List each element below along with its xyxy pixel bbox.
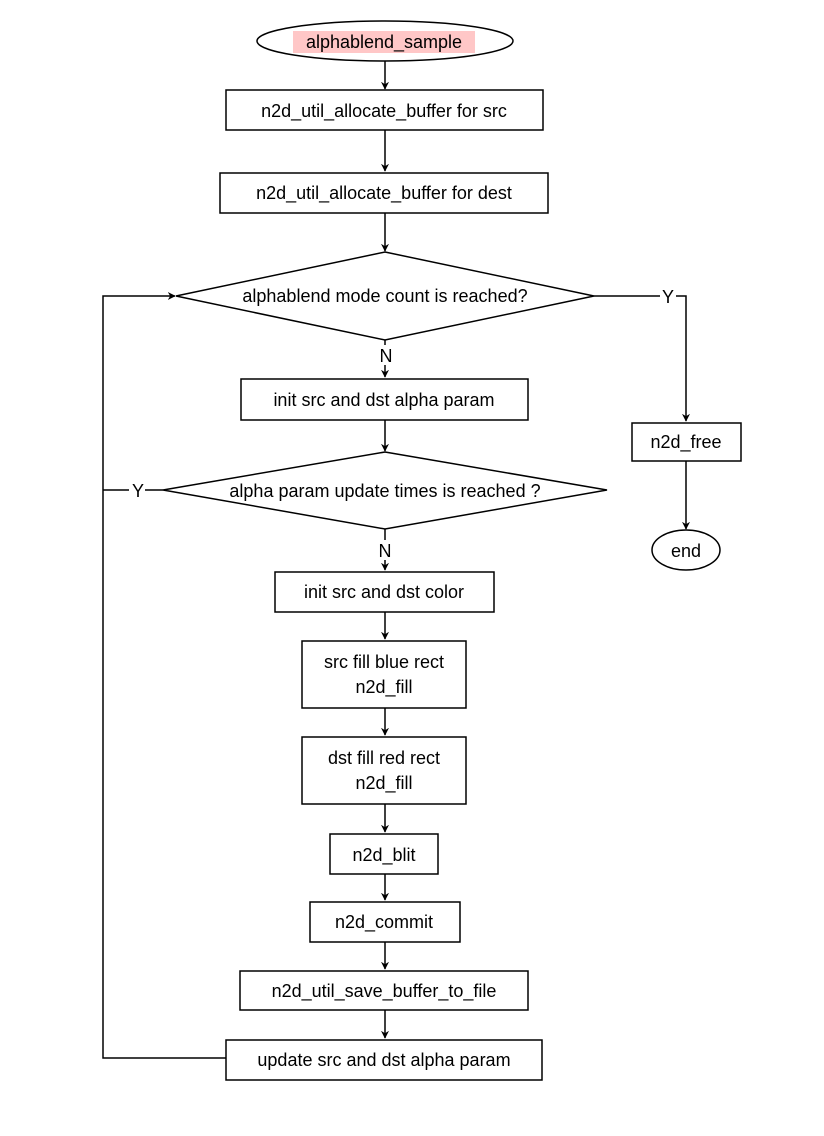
start-highlight [293, 31, 475, 53]
init-alpha-node: init src and dst alpha param [240, 378, 529, 421]
mode-yes-label: Y [662, 287, 674, 307]
update-alpha-node: update src and dst alpha param [225, 1039, 543, 1081]
update-no-label: N [379, 541, 392, 561]
blit-node: n2d_blit [329, 833, 439, 875]
start-label: alphablend_sample [306, 32, 462, 53]
save-label: n2d_util_save_buffer_to_file [272, 981, 497, 1002]
save-node: n2d_util_save_buffer_to_file [239, 970, 529, 1011]
update-check-decision: alpha param update times is reached ? [162, 451, 608, 530]
edge-labels: Y N Y N [129, 287, 676, 561]
update-yes-label: Y [132, 481, 144, 501]
mode-check-label: alphablend mode count is reached? [242, 286, 527, 306]
dst-fill-node: dst fill red rect n2d_fill [301, 736, 467, 805]
blit-label: n2d_blit [352, 845, 415, 866]
dst-fill-label-line2: n2d_fill [355, 773, 412, 794]
free-label: n2d_free [650, 432, 721, 453]
commit-label: n2d_commit [335, 912, 433, 933]
alloc-dest-label: n2d_util_allocate_buffer for dest [256, 183, 512, 204]
alloc-src-label: n2d_util_allocate_buffer for src [261, 101, 507, 122]
init-color-label: init src and dst color [304, 582, 464, 602]
mode-no-label: N [380, 346, 393, 366]
src-fill-label-line2: n2d_fill [355, 677, 412, 698]
edge-loop-back-to-mode-check [102, 292, 226, 1059]
start-node: alphablend_sample [256, 20, 514, 62]
init-color-node: init src and dst color [274, 571, 495, 613]
dst-fill-label-line1: dst fill red rect [328, 748, 440, 768]
commit-node: n2d_commit [309, 901, 461, 943]
src-fill-node: src fill blue rect n2d_fill [301, 640, 467, 709]
edge-mode-check-yes [594, 295, 690, 422]
end-label: end [671, 541, 701, 561]
edges [102, 61, 690, 1059]
free-node: n2d_free [631, 422, 742, 462]
update-check-label: alpha param update times is reached ? [229, 481, 540, 501]
alloc-dest-node: n2d_util_allocate_buffer for dest [219, 172, 549, 214]
update-alpha-label: update src and dst alpha param [257, 1050, 510, 1070]
init-alpha-label: init src and dst alpha param [273, 390, 494, 410]
end-node: end [651, 529, 721, 571]
mode-check-decision: alphablend mode count is reached? [175, 251, 595, 341]
src-fill-label-line1: src fill blue rect [324, 652, 444, 672]
alloc-src-node: n2d_util_allocate_buffer for src [225, 89, 544, 131]
